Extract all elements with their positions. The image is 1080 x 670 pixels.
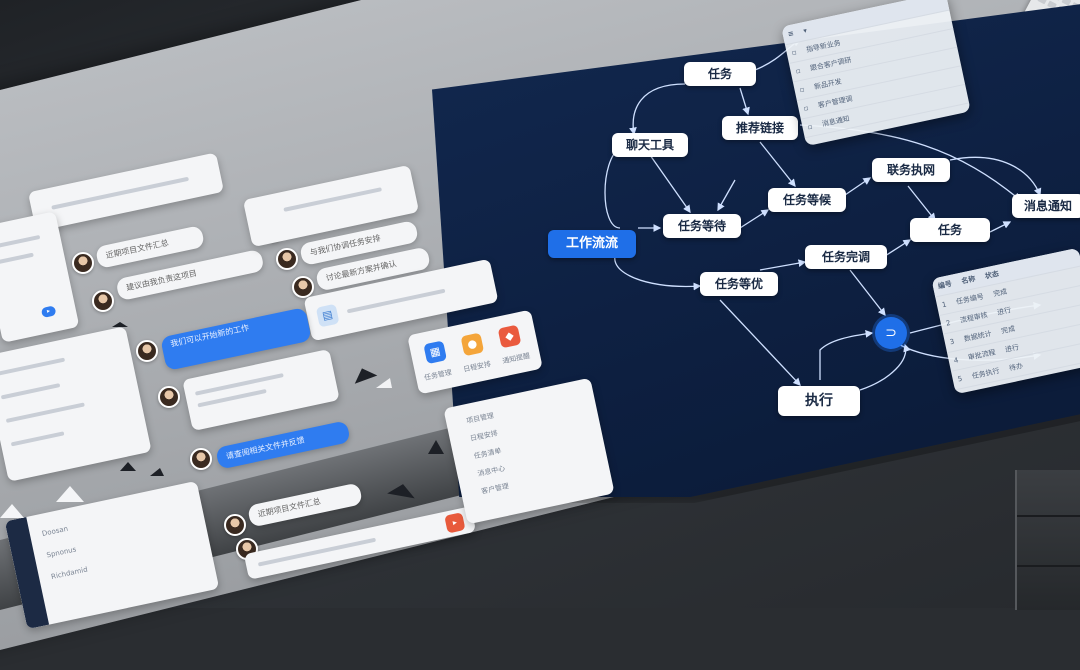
workflow-node-task-left[interactable]: 任务等待 [663,214,741,238]
user-avatar [72,252,94,274]
calendar-app-icon[interactable]: ● [460,332,485,357]
paper-shard [0,504,24,518]
workflow-node-notify[interactable]: 消息通知 [1012,194,1080,218]
send-icon[interactable]: ▸ [40,305,57,319]
paper-shard [150,468,164,476]
user-avatar [292,276,314,298]
workflow-node-chat-tool[interactable]: 聊天工具 [612,133,688,157]
contact-name[interactable]: Spnonus [45,545,78,560]
workflow-node-recommend[interactable]: 推荐链接 [722,116,798,140]
workflow-node-task-low[interactable]: 任务等优 [700,272,778,296]
workflow-node-exec-link[interactable]: 联务执网 [872,158,950,182]
contact-name[interactable]: Doosan [41,524,69,538]
user-avatar [190,448,212,470]
send-icon[interactable]: ▸ [444,512,466,534]
notify-app-icon[interactable]: ◆ [497,324,522,349]
paper-shard [56,486,84,502]
paper-shard [112,322,128,327]
list-item[interactable]: 日程安排 [469,429,499,443]
paper-shard [120,462,136,471]
workflow-action-button[interactable]: ⊃ [875,317,907,349]
user-avatar [158,386,180,408]
workflow-node-task-center[interactable]: 任务完调 [805,245,887,269]
app-label: 任务管理 [423,368,453,383]
workflow-node-task-mid[interactable]: 任务等候 [768,188,846,212]
task-app-icon[interactable]: ▦ [423,340,448,365]
workflow-node-top[interactable]: 任务 [684,62,756,86]
contact-name[interactable]: Richdamid [50,565,89,582]
app-label: 日程安排 [462,360,492,374]
workflow-node-exec[interactable]: 执行 [778,386,860,416]
list-item[interactable]: 项目管理 [465,411,495,426]
user-avatar [92,290,114,312]
list-item[interactable]: 任务清单 [473,446,503,461]
list-item[interactable]: 消息中心 [476,464,506,479]
paper-shard [376,378,392,388]
user-avatar [276,248,298,270]
user-avatar [224,514,246,536]
drawer-cabinet [1015,470,1080,610]
user-avatar [136,340,158,362]
paper-shard [428,440,444,454]
app-label: 通知提醒 [501,351,531,366]
workflow-node-task-right[interactable]: 任务 [910,218,990,242]
workflow-start-node[interactable]: 工作流流 [548,230,636,258]
list-item[interactable]: 客户管理 [480,482,510,496]
file-icon: ▤ [315,303,340,328]
